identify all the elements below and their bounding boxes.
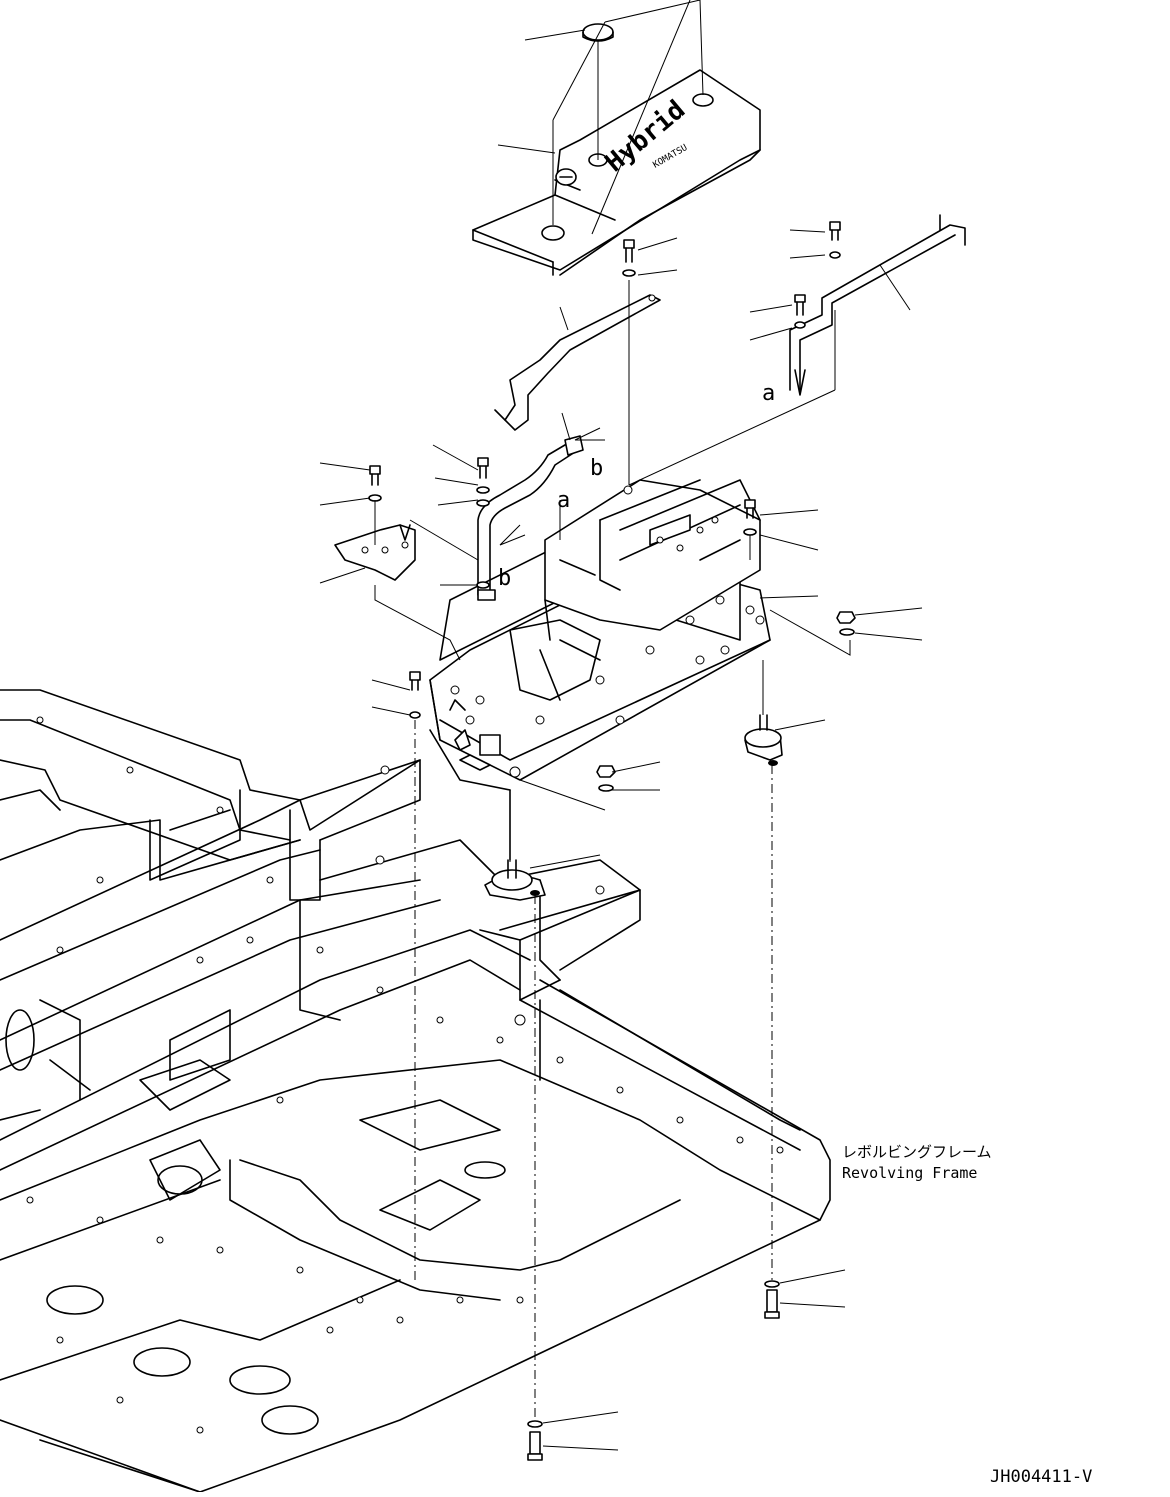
labels: a a b b レボルビングフレーム Revolving Frame JH004…: [498, 381, 1092, 1487]
upper-bracket: [494, 294, 661, 431]
cover-knob-part: [582, 23, 614, 42]
mount-right: [744, 714, 783, 766]
frame-label-jp: レボルビングフレーム: [842, 1143, 992, 1161]
bolt-set: [368, 221, 856, 1461]
ref-label-b-lower: b: [498, 566, 511, 591]
hybrid-cover: Hybrid KOMATSU: [472, 69, 761, 276]
right-rod: [789, 214, 966, 396]
drawing-id: JH004411-V: [990, 1467, 1092, 1487]
revolving-frame: [0, 689, 831, 1493]
frame-label-en: Revolving Frame: [842, 1164, 977, 1182]
mount-left: [484, 859, 546, 901]
assembly-centerlines: [374, 40, 773, 1420]
ref-label-a-unit: a: [557, 488, 570, 513]
main-unit: [429, 479, 771, 861]
ref-label-b-hose: b: [590, 456, 603, 481]
ref-label-a-top: a: [762, 381, 775, 406]
hose: [477, 435, 584, 601]
side-bracket-left: [334, 524, 416, 581]
leader-lines: [319, 0, 923, 1451]
